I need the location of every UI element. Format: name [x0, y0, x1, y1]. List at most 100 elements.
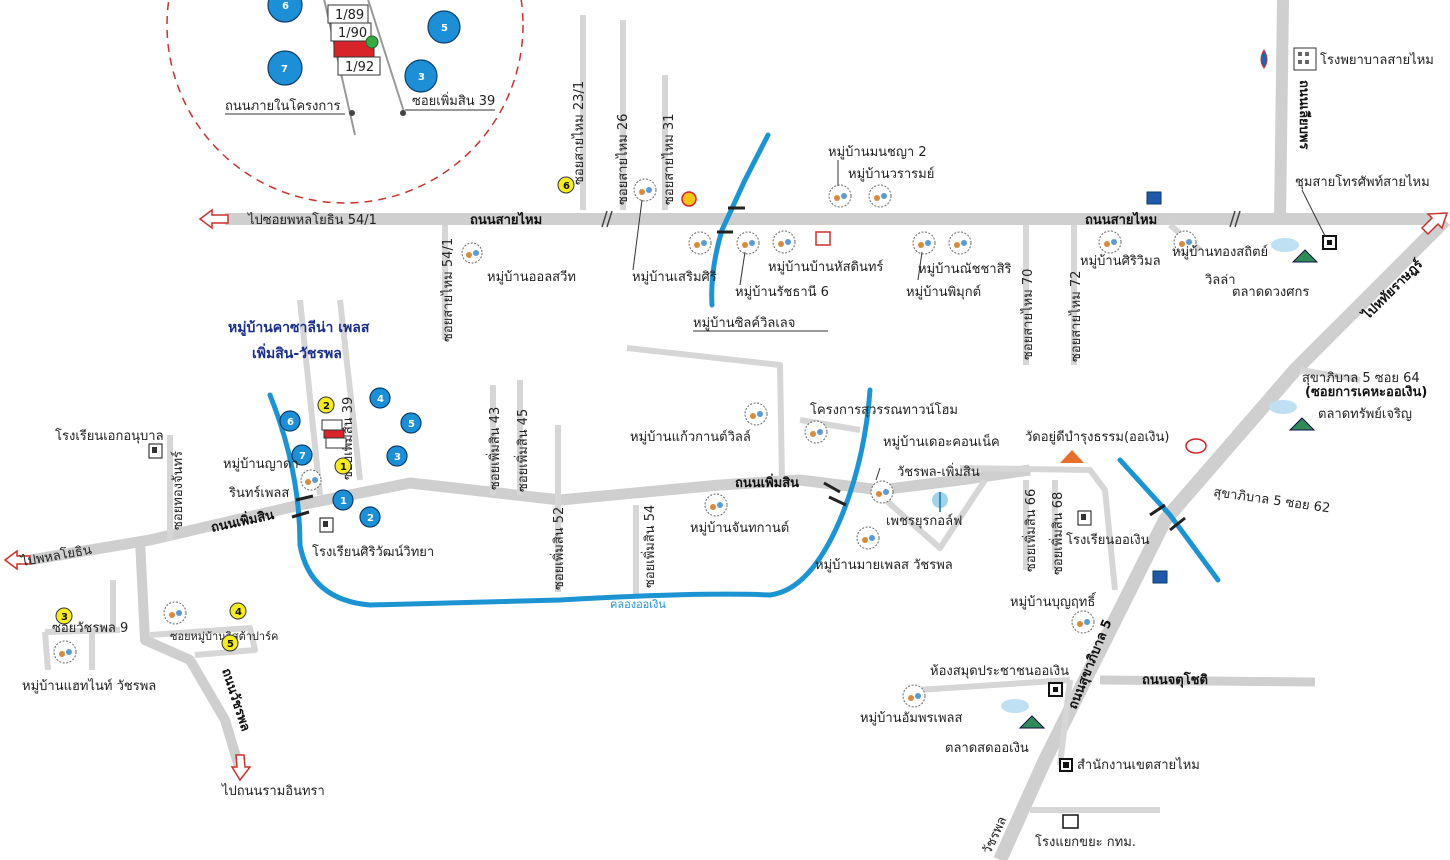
label-bunyarik: หมู่บ้านบุญฤทธิ์ [1010, 592, 1097, 610]
soi-label-phoem-sin-52: ซอยเพิ่มสิน 52 [550, 507, 567, 590]
school-icon [1077, 510, 1092, 526]
label-my-place: หมู่บ้านมายเพลส วัชรพล [815, 558, 953, 573]
marker-1: 1 [332, 489, 354, 511]
village-icon [868, 184, 892, 208]
inset-marker-6: 6 [267, 0, 303, 23]
label-talad-duang: ตลาดดวงศกร [1232, 285, 1309, 300]
label-natcha: หมู่บ้านณัชชาสิริ [918, 262, 1012, 277]
inset-marker-3: 3 [404, 59, 438, 93]
library-icon [1048, 682, 1063, 697]
label-district: สำนักงานเขตสายไหม [1077, 757, 1200, 773]
svg-text:3: 3 [61, 612, 68, 623]
telephone-icon [1322, 235, 1337, 250]
arrow-west-sai-mai [198, 208, 229, 230]
village-icon [461, 242, 483, 264]
village-icon [772, 230, 796, 254]
soi-label-phoem-sin-43: ซอยเพิ่มสิน 43 [486, 407, 503, 490]
soi-label-thong-chan: ซอยทองจันทร์ [170, 451, 186, 530]
office-icon [1059, 758, 1073, 772]
label-school-or: โรงเรียนออเงิน [1066, 532, 1150, 548]
garbage-icon [1062, 814, 1079, 829]
temple-icon [1060, 450, 1084, 463]
village-icon [948, 231, 972, 255]
svg-text:3: 3 [394, 452, 401, 463]
label-condo-net: หมู่บ้านเดอะคอนเน็ค [883, 432, 1000, 450]
arrow-northeast [1420, 212, 1449, 236]
svg-text:6: 6 [282, 1, 289, 12]
plot-1-92 [337, 56, 381, 76]
plot-label-1-92: 1/92 [345, 60, 374, 75]
canal-east [1117, 457, 1221, 583]
yellow-marker-6: 6 [557, 176, 575, 194]
marker-5: 5 [400, 412, 422, 434]
village-icon [704, 493, 728, 517]
poi-icons [148, 47, 1337, 829]
svg-text:7: 7 [299, 451, 306, 462]
market-icon [1271, 238, 1319, 263]
canal-or-ngoen [267, 387, 873, 608]
inset-border [166, 0, 524, 204]
label-garbage: โรงแยกขยะ กทม. [1035, 834, 1136, 850]
svg-text:4: 4 [235, 607, 242, 618]
toyota-icon [1185, 438, 1207, 454]
label-monchaya: หมู่บ้านมนชญา 2 [828, 145, 927, 160]
soi-label-sai-mai-23-1: ซอยสายไหม 23/1 [571, 81, 587, 185]
label-phimuk: หมู่บ้านพิมุกต์ [906, 284, 981, 300]
label-nyada: หมู่บ้านญาดา [223, 457, 299, 472]
yellow-marker-3: 3 [55, 607, 73, 625]
label-hatsadin: หมู่บ้านบ้านหัสดินทร์ [768, 259, 883, 275]
svg-text:3: 3 [418, 72, 425, 83]
village-icon [736, 231, 760, 255]
arrow-west-phoem-sin [3, 549, 31, 571]
gas-station-ptt-icon [1260, 49, 1268, 69]
school-icon [148, 443, 163, 459]
soi-label-sai-mai-26: ซอยสายไหม 26 [615, 114, 631, 205]
village-icon [902, 684, 926, 708]
location-inset: 1/89 1/90 1/92 6 5 7 3 ถนนภายในโครงการ ซ… [166, 0, 524, 204]
svg-text:4: 4 [377, 394, 384, 405]
svg-text:1: 1 [340, 496, 347, 507]
village-icon [163, 601, 187, 625]
village-icon [688, 231, 712, 255]
label-telephone: ชุมสายโทรศัพท์สายไหม [1295, 174, 1430, 190]
plot-label-1-90: 1/90 [338, 26, 367, 41]
svg-text:5: 5 [227, 639, 234, 650]
soi-label-phoem-sin-45: ซอยเพิ่มสิน 45 [514, 409, 531, 492]
road-label-sukhaphiban-5: ถนนสุขาภิบาล 5 [1066, 617, 1116, 711]
inset-marker-5: 5 [427, 10, 461, 44]
road-label-chatu-chot: ถนนจตุโชติ [1142, 671, 1208, 688]
road-chatu-chot [1099, 675, 1316, 687]
svg-text:7: 7 [281, 64, 288, 75]
village-icon [912, 231, 936, 255]
yellow-marker-5: 5 [221, 634, 239, 652]
label-talad-or: ตลาดสดออเงิน [945, 741, 1029, 756]
project-site [321, 419, 347, 449]
soi-label-sukha5-64: สุขาภิบาล 5 ซอย 64 [1302, 371, 1420, 386]
svg-text:6: 6 [563, 181, 570, 192]
canal-name-label: คลองออเงิน [610, 598, 666, 611]
label-siri-mon: หมู่บ้านศิริวิมล [1080, 254, 1161, 269]
road-watcharaphon [135, 539, 245, 772]
project-title-line2: เพิ่มสิน-วัชรพล [252, 343, 342, 362]
blue-markers: 1 2 3 4 5 6 7 [279, 387, 422, 528]
soi-label-sai-mai-31: ซอยสายไหม 31 [661, 114, 677, 205]
village-icon [1071, 610, 1095, 634]
svg-text:5: 5 [408, 419, 415, 430]
bank-icon [1152, 570, 1168, 584]
place-labels: โรงพยาบาลสายไหม ชุมสายโทรศัพท์สายไหม หมู… [22, 52, 1434, 850]
village-icon [1173, 230, 1197, 254]
svg-text:2: 2 [367, 513, 374, 524]
post-office-icon [815, 231, 831, 246]
svg-text:2: 2 [323, 401, 330, 412]
svg-text:5: 5 [441, 23, 448, 34]
road-sukhaphiban-5 [993, 215, 1450, 860]
village-icon [1098, 230, 1122, 254]
road-label-sai-mai-2: ถนนสายไหม [1085, 211, 1157, 228]
marker-6: 6 [279, 410, 301, 432]
road-label-phoem-sin-1: ถนนเพิ่มสิน [735, 473, 799, 491]
label-phet-golf: เพชรยุรกอล์ฟ [886, 513, 962, 529]
marker-7: 7 [291, 444, 313, 466]
marker-4: 4 [369, 387, 391, 409]
yellow-marker-4: 4 [229, 602, 247, 620]
